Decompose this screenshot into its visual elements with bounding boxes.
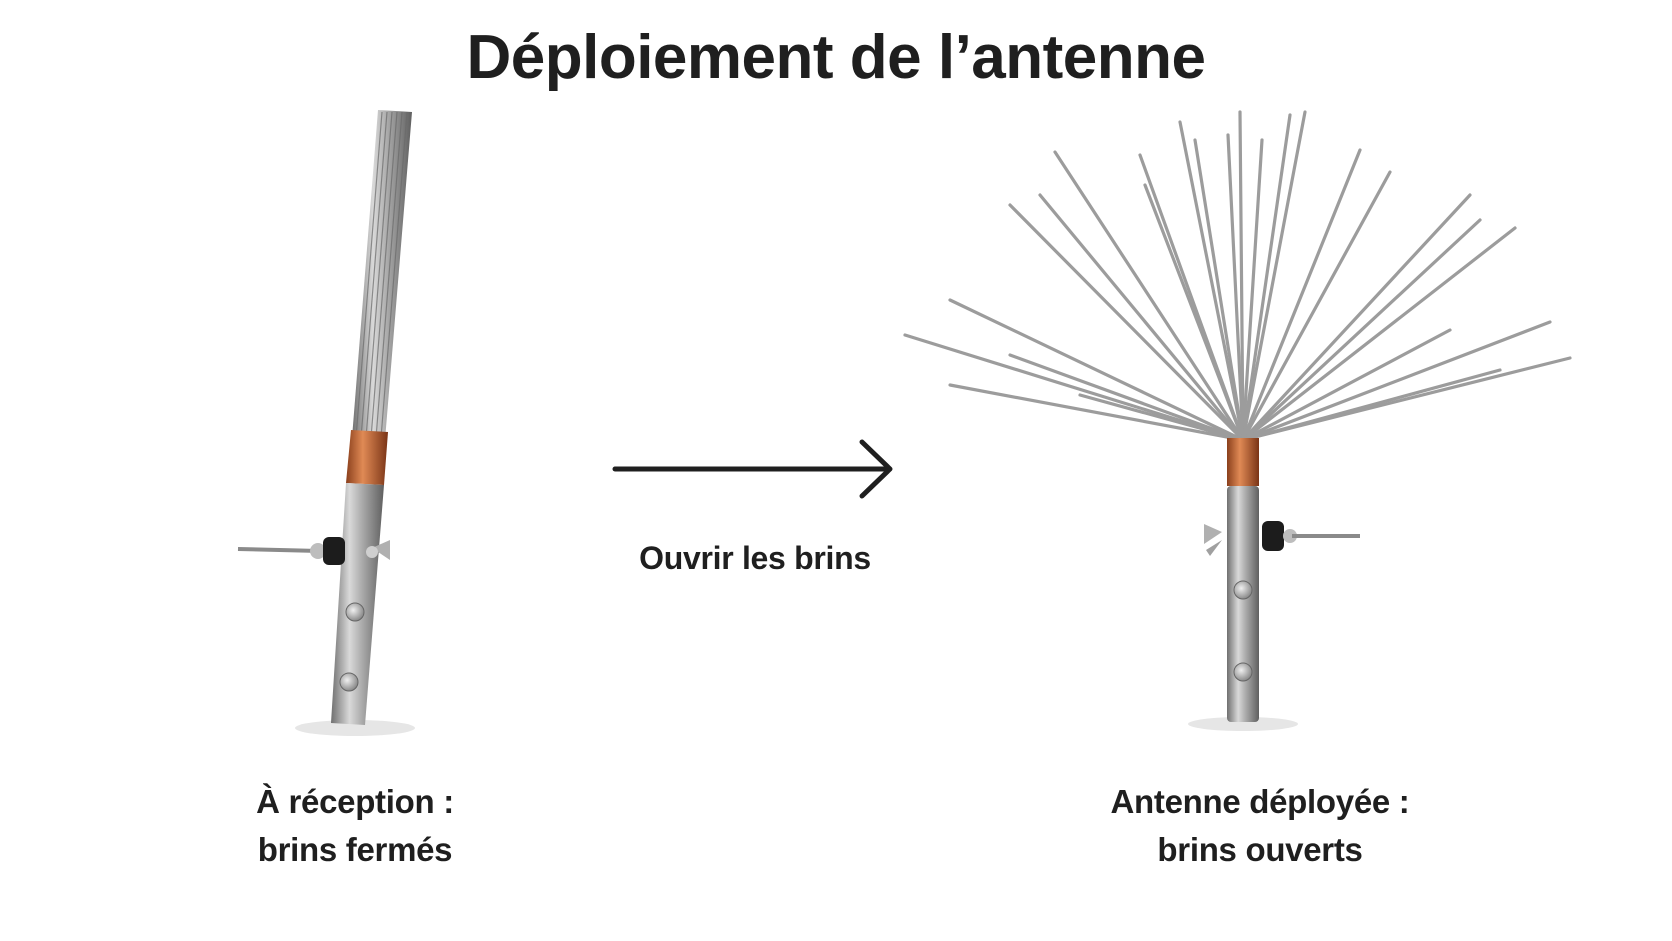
- black-spacer: [1262, 521, 1284, 551]
- arrow-right-icon: [612, 439, 893, 499]
- side-rod: [237, 547, 321, 553]
- left-caption: À réception : brins fermés: [190, 778, 520, 874]
- screw-icon: [1233, 580, 1253, 600]
- left-caption-line2: brins fermés: [257, 831, 453, 868]
- black-spacer: [323, 537, 345, 565]
- right-caption: Antenne déployée : brins ouverts: [1040, 778, 1480, 874]
- copper-collar: [1227, 438, 1259, 486]
- wing-nut-icon: [372, 540, 390, 560]
- screw-icon: [345, 602, 365, 622]
- copper-collar: [346, 430, 388, 485]
- screw-icon: [339, 672, 359, 692]
- arrow-label: Ouvrir les brins: [639, 540, 871, 576]
- deployed-antenna: [903, 110, 1572, 731]
- closed-antenna: [237, 110, 415, 736]
- right-caption-line2: brins ouverts: [1157, 831, 1363, 868]
- right-caption-line1: Antenne déployée :: [1110, 783, 1410, 820]
- left-caption-line1: À réception :: [256, 783, 454, 820]
- open-strands: [903, 110, 1572, 442]
- steel-tube: [1227, 486, 1259, 722]
- closed-strands: [352, 110, 412, 440]
- wing-nut-icon: [1204, 524, 1222, 544]
- screw-icon: [1233, 662, 1253, 682]
- page-title: Déploiement de l’antenne: [466, 23, 1206, 92]
